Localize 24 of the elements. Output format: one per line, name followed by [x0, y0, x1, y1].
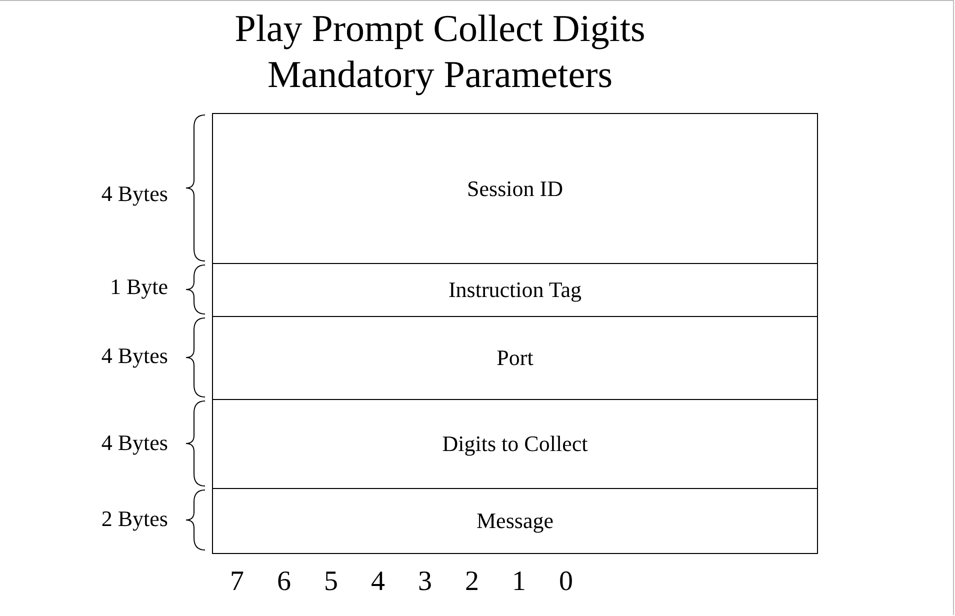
- bit-number: 2: [464, 566, 480, 598]
- field-box: [212, 488, 818, 554]
- size-label: 4 Bytes: [100, 343, 168, 369]
- field-box: [212, 263, 818, 318]
- bit-number: 7: [229, 566, 245, 598]
- bit-number: 0: [558, 566, 574, 598]
- field-name: Digits to Collect: [442, 431, 588, 458]
- size-label: 4 Bytes: [100, 430, 168, 456]
- bit-number: 5: [323, 566, 339, 598]
- bit-number: 1: [511, 566, 527, 598]
- bit-number: 3: [417, 566, 433, 598]
- field-name: Instruction Tag: [448, 277, 582, 304]
- size-label: 1 Byte: [108, 274, 168, 300]
- title: Play Prompt Collect Digits Mandatory Parameters: [234, 7, 646, 98]
- field-name: Session ID: [467, 176, 563, 202]
- bit-number: 4: [370, 566, 386, 598]
- field-box: [212, 316, 818, 400]
- size-label: 2 Bytes: [100, 506, 168, 532]
- field-box: [212, 399, 818, 490]
- field-name: Message: [476, 508, 554, 534]
- field-box: [212, 113, 818, 264]
- bit-number: 6: [276, 566, 292, 598]
- field-name: Port: [496, 345, 534, 372]
- size-label: 4 Bytes: [100, 181, 168, 207]
